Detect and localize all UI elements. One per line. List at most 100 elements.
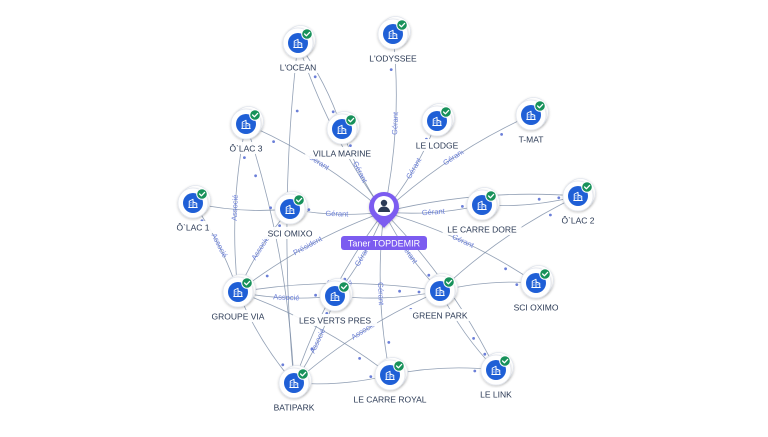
entity-node-vertspres[interactable]: LES VERTS PRES: [292, 278, 378, 327]
edge-line: [439, 195, 579, 292]
node-label: SCI OMIXO: [268, 229, 313, 239]
check-icon: [249, 109, 261, 121]
entity-node-lodge[interactable]: LE LODGE: [410, 103, 464, 152]
check-icon: [499, 355, 511, 367]
edge-label: Gérant: [390, 111, 400, 135]
entity-node-olac3[interactable]: Ô`LAC 3: [222, 106, 270, 155]
nodes-layer: L'OCEAN L'ODYSSEE T-MAT Ô`LAC 3 VILLA MARINE…: [169, 16, 602, 414]
entity-node-olac2[interactable]: Ô`LAC 2: [554, 178, 602, 227]
center-node[interactable]: Taner TOPDEMIR: [341, 192, 427, 250]
check-icon: [485, 190, 497, 202]
node-label: GREEN PARK: [412, 311, 467, 321]
node-label: VILLA MARINE: [313, 149, 371, 159]
node-label-box: [364, 52, 422, 64]
edge-line: [379, 211, 391, 376]
edge-arrow: [398, 289, 401, 293]
edge-arrow: [331, 110, 335, 114]
node-label-box: [267, 401, 321, 413]
edge-arrow: [557, 196, 561, 200]
check-icon: [393, 360, 405, 372]
edge-label: Gérant: [421, 207, 445, 218]
node-label-box: [507, 301, 565, 313]
edge-arrow: [537, 197, 541, 201]
node-label: Ô`LAC 2: [561, 216, 594, 226]
entity-node-oximo[interactable]: SCI OXIMO: [507, 265, 565, 314]
entity-node-locean[interactable]: L'OCEAN: [274, 25, 322, 74]
entity-node-lodyssee[interactable]: L'ODYSSEE: [364, 16, 422, 65]
node-label-box: [442, 223, 522, 235]
node-label-box: [512, 133, 550, 145]
edge-line: [245, 123, 295, 384]
edge-arrow: [369, 375, 373, 378]
edge-line: [237, 291, 391, 376]
edge-label: Gérant: [325, 209, 349, 219]
node-label-box: [169, 221, 217, 233]
node-label: GROUPE VIA: [212, 312, 265, 322]
edge-arrow: [473, 369, 477, 373]
entity-node-tmat[interactable]: T-MAT: [512, 97, 550, 146]
node-label-box: [472, 388, 520, 400]
edge-label: Associé: [230, 194, 240, 221]
edge-arrow: [472, 337, 475, 340]
node-label: BATIPARK: [274, 403, 315, 413]
entity-node-groupevia[interactable]: GROUPE VIA: [206, 274, 270, 323]
edge-line: [293, 290, 441, 384]
edge-arrow: [500, 133, 503, 136]
check-icon: [297, 368, 309, 380]
node-label: LE LODGE: [416, 141, 459, 151]
edge-arrow: [243, 156, 246, 160]
edge-arrow: [461, 205, 464, 208]
check-icon: [534, 100, 546, 112]
edge-arrow: [307, 208, 311, 212]
node-label-box: [261, 227, 319, 239]
entity-node-batipark[interactable]: BATIPARK: [267, 365, 321, 414]
entity-node-greenpark[interactable]: GREEN PARK: [408, 273, 472, 322]
node-label: T-MAT: [519, 135, 544, 145]
edge-arrow: [314, 293, 317, 297]
node-label-box: [274, 61, 322, 73]
edge-label: Gérant: [351, 160, 370, 185]
edge-arrow: [358, 357, 361, 360]
check-icon: [440, 106, 452, 118]
node-label: LES VERTS PRES: [299, 316, 371, 326]
edge-arrow: [265, 274, 269, 278]
node-label-box: [347, 393, 433, 405]
entity-node-carreroyal[interactable]: LE CARRE ROYAL: [347, 357, 433, 406]
entity-node-omixo[interactable]: SCI OMIXO: [261, 191, 319, 240]
node-label: L'OCEAN: [280, 63, 317, 73]
node-label: Ô`LAC 1: [176, 223, 209, 233]
node-label: Ô`LAC 3: [229, 144, 262, 154]
edge-line: [383, 114, 532, 213]
node-label: LE CARRE DORE: [447, 225, 517, 235]
node-label: SCI OXIMO: [514, 303, 559, 313]
edge-line: [245, 123, 385, 213]
node-label-box: [222, 142, 270, 154]
node-label-box: [305, 147, 379, 159]
edge-line: [237, 291, 295, 384]
edge-arrow: [281, 363, 285, 367]
node-label: LE CARRE ROYAL: [353, 395, 426, 405]
node-label-box: [206, 310, 270, 322]
check-icon: [338, 281, 350, 293]
edge-label: Gérant: [376, 282, 386, 306]
check-icon: [241, 277, 253, 289]
edge-arrow: [504, 267, 507, 271]
center-label: Taner TOPDEMIR: [348, 239, 421, 249]
node-label: LE LINK: [480, 390, 512, 400]
check-icon: [396, 19, 408, 31]
entity-node-link[interactable]: LE LINK: [472, 352, 520, 401]
edge-arrow: [349, 144, 352, 148]
entity-node-olac1[interactable]: Ô`LAC 1: [169, 185, 217, 234]
check-icon: [345, 114, 357, 126]
edge-arrow: [389, 68, 393, 71]
edge-arrow: [549, 213, 552, 217]
edge-arrow: [515, 283, 519, 286]
edge-label: Associé: [308, 327, 327, 355]
edge-arrow: [278, 224, 281, 228]
entity-node-villa[interactable]: VILLA MARINE: [305, 111, 379, 160]
entity-node-carredore[interactable]: LE CARRE DORE: [442, 187, 522, 236]
edge-arrow: [295, 109, 299, 113]
edge-arrow: [310, 347, 314, 351]
